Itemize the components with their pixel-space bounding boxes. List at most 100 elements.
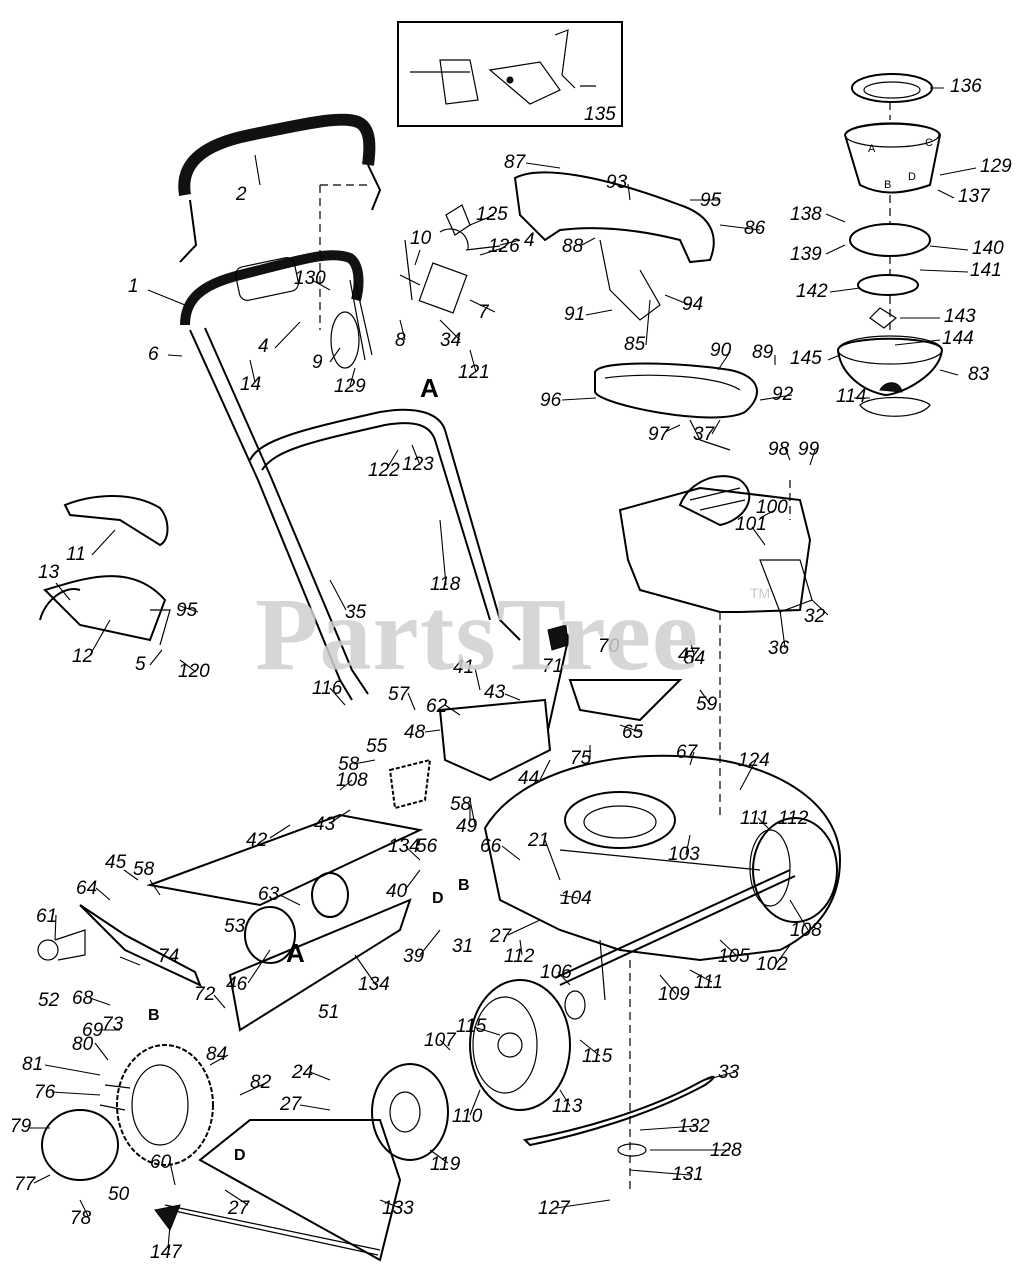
callout-label: 91 xyxy=(564,304,585,325)
callout-label: 104 xyxy=(560,888,592,909)
callout-label: 140 xyxy=(972,238,1004,259)
callout-label: 9 xyxy=(312,352,323,373)
callout-label: 58 xyxy=(133,859,155,880)
callout-label: 111 xyxy=(740,808,769,829)
belt-cover xyxy=(513,171,715,321)
callout-label: 101 xyxy=(735,514,767,535)
callout-label: 40 xyxy=(386,881,408,902)
callout-label: 49 xyxy=(456,816,478,837)
callout-label: 97 xyxy=(648,424,671,445)
callout-label: 123 xyxy=(402,454,434,475)
callout-label: 127 xyxy=(538,1198,571,1219)
callout-label: 129 xyxy=(980,156,1012,177)
callout-label: 24 xyxy=(291,1062,313,1083)
callout-label: 85 xyxy=(624,334,646,355)
callout-label: 61 xyxy=(36,906,57,927)
callout-label: 126 xyxy=(488,236,520,257)
callout-label: 141 xyxy=(970,260,1002,281)
callout-label: 6 xyxy=(148,344,159,365)
letter-pulley: A xyxy=(286,938,305,968)
letter-wheel-b: B xyxy=(458,877,470,894)
callout-label: 43 xyxy=(314,814,336,835)
callout-label: 121 xyxy=(458,362,490,383)
callout-label: 50 xyxy=(108,1184,130,1205)
callout-label: 55 xyxy=(366,736,388,757)
callout-label: 124 xyxy=(738,750,770,771)
callout-label: 87 xyxy=(504,152,527,173)
callout-label: 2 xyxy=(235,184,247,205)
callout-label: 134 xyxy=(388,836,420,857)
callout-label: 83 xyxy=(968,364,990,385)
callout-label: 41 xyxy=(453,657,474,678)
callout-label: 68 xyxy=(72,988,94,1009)
callout-label: 75 xyxy=(570,748,592,769)
callout-label: 136 xyxy=(950,76,982,97)
callout-label: 95 xyxy=(176,600,198,621)
callout-label: 10 xyxy=(410,228,432,249)
callout-label: 82 xyxy=(250,1072,272,1093)
front-wheels xyxy=(371,979,586,1161)
callout-label: 93 xyxy=(606,172,628,193)
callout-label: 67 xyxy=(676,742,699,763)
callout-label: 8 xyxy=(395,330,406,351)
leader-lines xyxy=(30,87,977,1249)
callout-label: 36 xyxy=(768,638,790,659)
letter-link-d: D xyxy=(234,1147,246,1164)
callout-label: 62 xyxy=(426,696,448,717)
callout-label: 143 xyxy=(944,306,976,327)
callout-label: 35 xyxy=(345,602,367,623)
callout-label: 88 xyxy=(562,236,584,257)
lower-handle xyxy=(180,184,521,701)
callout-label: 138 xyxy=(790,204,822,225)
callout-label: 27 xyxy=(279,1094,303,1115)
callout-label: 133 xyxy=(382,1198,414,1219)
letter-belt: A xyxy=(420,373,439,403)
callout-label: 1 xyxy=(128,276,139,297)
callout-label: 33 xyxy=(718,1062,740,1083)
upper-handle xyxy=(178,113,382,263)
callout-label: 139 xyxy=(790,244,822,265)
callout-label: 115 xyxy=(582,1046,613,1067)
callout-label: 70 xyxy=(598,636,620,657)
callout-label: 92 xyxy=(772,384,794,405)
callout-label: 112 xyxy=(778,808,809,829)
callout-label: 79 xyxy=(10,1116,32,1137)
callout-label: 96 xyxy=(540,390,562,411)
callout-label: 4 xyxy=(258,336,269,357)
callout-label: 56 xyxy=(416,836,438,857)
callout-label: 78 xyxy=(70,1208,92,1229)
callout-label: 90 xyxy=(710,340,732,361)
callout-label: 109 xyxy=(658,984,690,1005)
callout-label: 73 xyxy=(102,1014,124,1035)
callout-label: 94 xyxy=(682,294,703,315)
engine xyxy=(618,475,813,820)
callout-label: 129 xyxy=(334,376,366,397)
callout-label: 31 xyxy=(452,936,473,957)
callout-label: 77 xyxy=(14,1174,37,1195)
callout-label: 27 xyxy=(227,1198,251,1219)
callout-label: 147 xyxy=(150,1242,183,1263)
callout-label: 72 xyxy=(194,984,216,1005)
callout-label: 64 xyxy=(76,878,97,899)
callout-label: 5 xyxy=(135,654,146,675)
callout-label: 115 xyxy=(456,1016,487,1037)
callout-label: 122 xyxy=(368,460,400,481)
callout-label: 13 xyxy=(38,562,60,583)
callout-label: 102 xyxy=(756,954,788,975)
height-adjusters xyxy=(37,904,402,1262)
callout-label: 69 xyxy=(82,1020,104,1041)
callout-label: 58 xyxy=(338,754,360,775)
callout-label: 106 xyxy=(540,962,572,983)
callout-label: 135 xyxy=(584,104,616,125)
callout-label: 137 xyxy=(958,186,991,207)
callout-label: 110 xyxy=(452,1106,483,1127)
callout-label: 76 xyxy=(34,1082,56,1103)
callout-label: 32 xyxy=(804,606,826,627)
callout-label: 57 xyxy=(388,684,411,705)
callout-label: 65 xyxy=(622,722,644,743)
belt xyxy=(594,362,758,451)
callout-label: 89 xyxy=(752,342,774,363)
callout-label: 12 xyxy=(72,646,94,667)
callout-label: 54 xyxy=(684,648,705,669)
